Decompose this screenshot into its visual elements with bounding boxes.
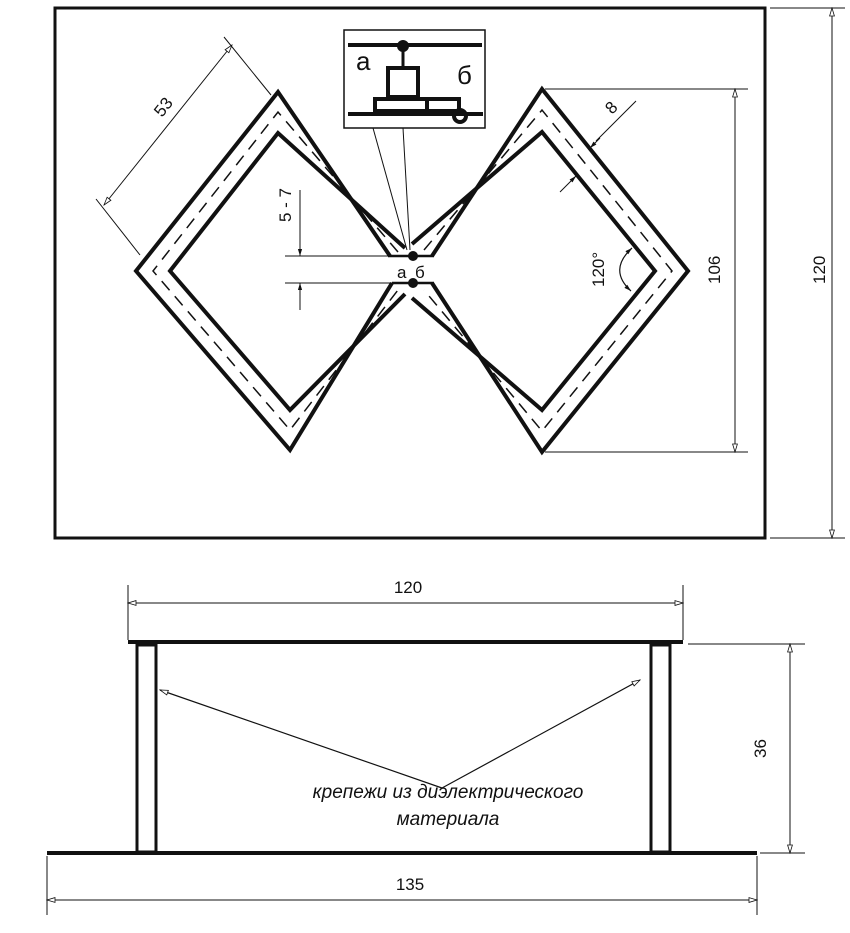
inset-label-a: а: [356, 46, 371, 76]
dimension-height-36-label: 36: [751, 739, 770, 758]
antenna-plate: [128, 640, 683, 644]
dimension-base-width: [47, 856, 757, 915]
connection-inset: а б: [343, 29, 486, 251]
feed-point-a-label: а: [397, 263, 407, 282]
dimension-board-height: [770, 8, 845, 538]
dimension-top-width-label: 120: [394, 578, 422, 597]
dimension-gap: [285, 190, 395, 310]
inset-label-b: б: [457, 60, 472, 90]
dimension-top-width: [128, 585, 683, 640]
dimension-side-label: 53: [150, 94, 177, 121]
left-diamond-element: [133, 88, 407, 454]
dimension-base-width-label: 135: [396, 875, 424, 894]
right-support-post: [649, 643, 672, 854]
right-diamond-element: [410, 85, 691, 456]
left-support-post: [135, 643, 158, 854]
top-view: а б а б 53: [53, 6, 845, 540]
note-leader-lines: [160, 680, 640, 789]
center-dashed-lines: [152, 108, 673, 433]
feed-point-b-label: б: [415, 263, 425, 282]
dimension-height-106-label: 106: [705, 256, 724, 284]
dimension-height-106: [545, 89, 748, 452]
side-view: 120 36 135 крепежи из диэлектрического м…: [47, 578, 805, 915]
dimension-gap-label: 5 - 7: [276, 188, 295, 222]
feed-point-a-dot: [408, 251, 418, 261]
base-reflector: [47, 851, 757, 855]
dimension-band-label: 8: [601, 98, 621, 118]
note-line-1: крепежи из диэлектрического: [313, 782, 584, 803]
board-outline: [53, 6, 767, 540]
dimension-angle-label: 120°: [589, 252, 608, 287]
dimension-board-height-label: 120: [810, 256, 829, 284]
dimension-band-width: [559, 100, 637, 193]
dimension-height-36: [688, 644, 805, 853]
dimension-side-53: [95, 36, 272, 256]
feed-point-b-dot: [408, 278, 418, 288]
angle-arc: [619, 247, 633, 292]
note-line-2: материала: [397, 809, 500, 830]
